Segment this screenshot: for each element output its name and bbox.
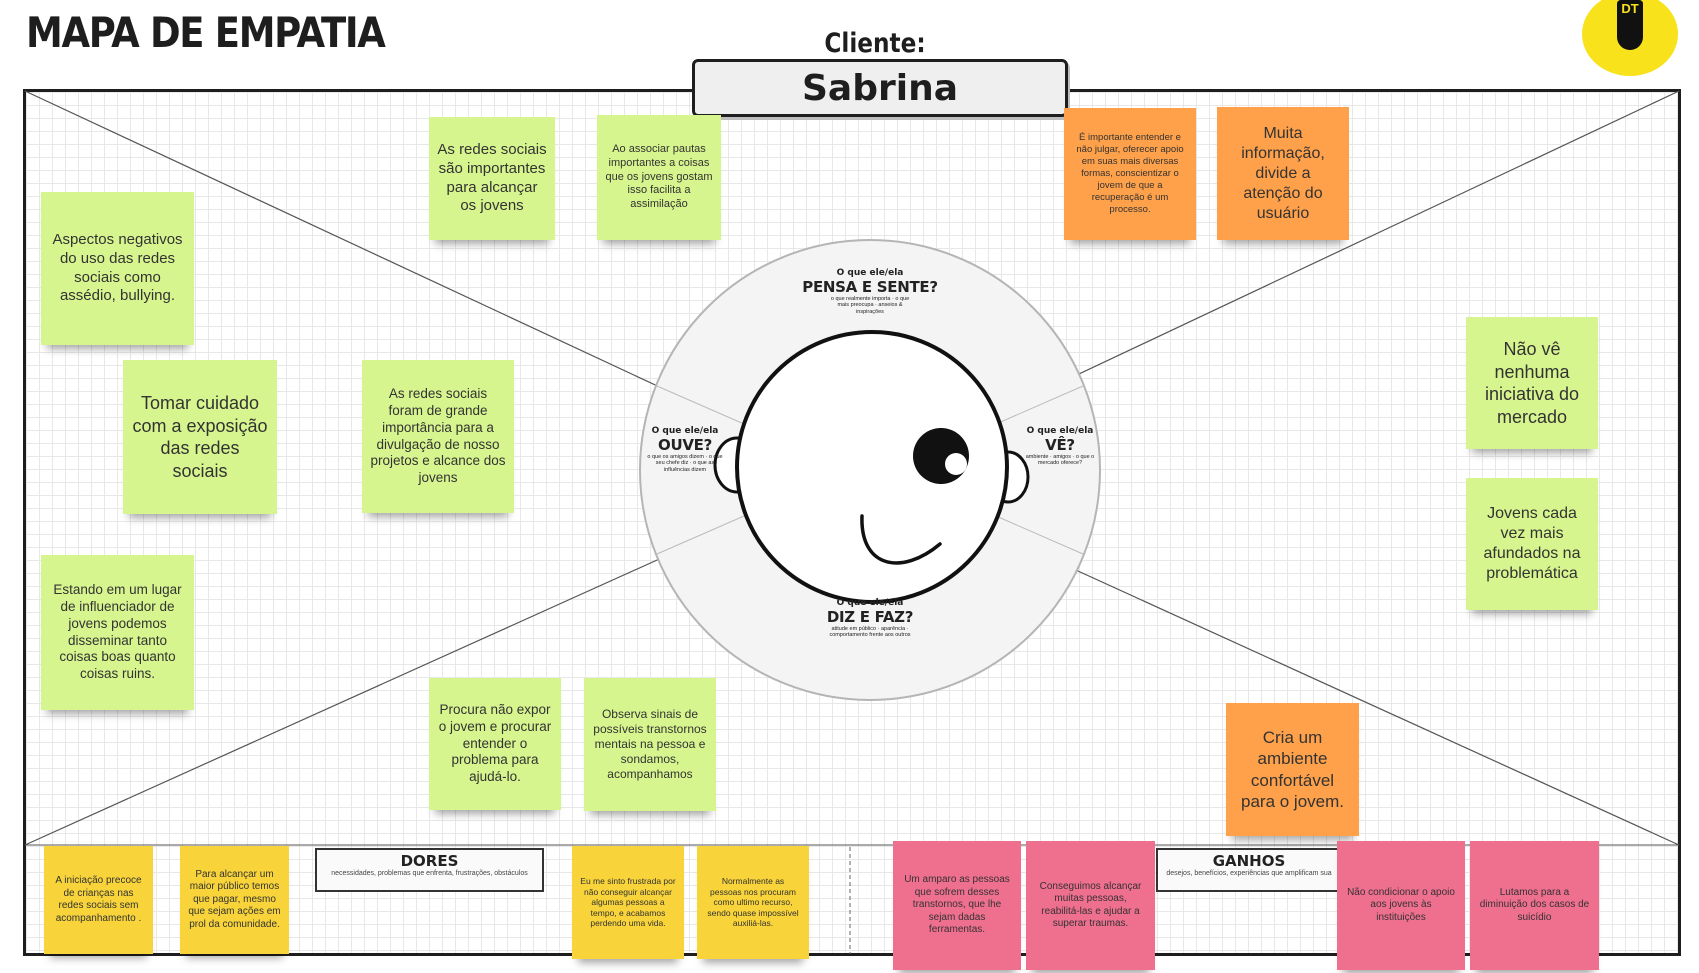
sticky-note[interactable]: Para alcançar um maior público temos que… — [180, 846, 289, 954]
sticky-note[interactable]: Ao associar pautas importantes a coisas … — [597, 115, 721, 240]
sticky-note[interactable]: Não vê nenhuma iniciativa do mercado — [1466, 317, 1598, 449]
client-name-box: Sabrina — [692, 59, 1068, 117]
question-diz-faz: O que ele/ela DIZ E FAZ? atitude em públ… — [826, 598, 914, 639]
sticky-note[interactable]: Cria um ambiente confortável para o jove… — [1226, 703, 1359, 836]
sticky-note[interactable]: Eu me sinto frustrada por não conseguir … — [572, 846, 684, 959]
sticky-note[interactable]: As redes sociais são importantes para al… — [429, 117, 555, 240]
sticky-note[interactable]: Aspectos negativos do uso das redes soci… — [41, 192, 194, 345]
question-ve: O que ele/ela VÊ? ambiente · amigos · o … — [1025, 426, 1095, 467]
question-pensa-sente: O que ele/ela PENSA E SENTE? o que realm… — [802, 268, 938, 315]
question-ouve: O que ele/ela OUVE? o que os amigos dize… — [647, 426, 723, 473]
empathy-map-board — [23, 89, 1681, 956]
sticky-note[interactable]: Jovens cada vez mais afundados na proble… — [1466, 478, 1598, 610]
logo-mark-icon: DT — [1617, 0, 1643, 50]
sticky-note[interactable]: Um amparo as pessoas que sofrem desses t… — [893, 841, 1021, 970]
sticky-note[interactable]: Procura não expor o jovem e procurar ent… — [429, 678, 561, 810]
dt-academy-logo: DT — [1582, 0, 1678, 76]
sticky-note[interactable]: Observa sinais de possíveis transtornos … — [584, 678, 716, 811]
sticky-note[interactable]: Conseguimos alcançar muitas pessoas, rea… — [1026, 841, 1155, 970]
client-label: Cliente: — [824, 28, 926, 59]
sticky-note[interactable]: Normalmente as pessoas nos procuram como… — [697, 846, 809, 959]
sticky-note[interactable]: Muita informação, divide a atenção do us… — [1217, 107, 1349, 240]
dores-label: DORES necessidades, problemas que enfren… — [315, 848, 544, 892]
sticky-note[interactable]: A iniciação precoce de crianças nas rede… — [44, 846, 153, 954]
sticky-note[interactable]: Não condicionar o apoio aos jovens às in… — [1337, 841, 1465, 970]
sticky-note[interactable]: É importante entender e não julgar, ofer… — [1064, 108, 1196, 240]
page-title: MAPA DE EMPATIA — [26, 8, 386, 57]
sticky-note[interactable]: As redes sociais foram de grande importâ… — [362, 360, 514, 513]
ganhos-label: GANHOS desejos, benefícios, experiências… — [1156, 848, 1342, 892]
sticky-note[interactable]: Estando em um lugar de influenciador de … — [41, 555, 194, 710]
sticky-note[interactable]: Lutamos para a diminuição dos casos de s… — [1470, 841, 1599, 970]
sticky-note[interactable]: Tomar cuidado com a exposição das redes … — [123, 360, 277, 514]
